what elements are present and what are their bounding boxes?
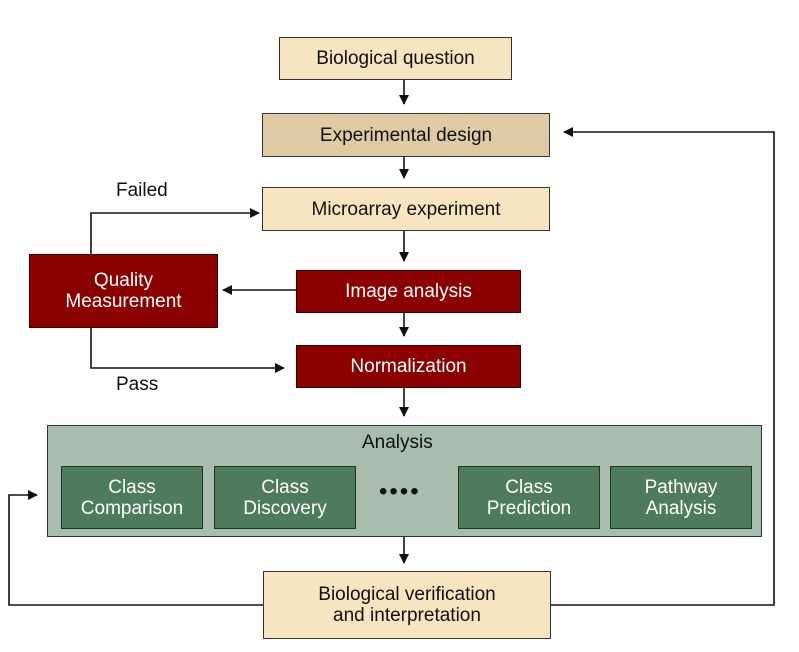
biological-verification-box: Biological verification and interpretati… <box>263 571 551 639</box>
microarray-experiment-label: Microarray experiment <box>311 198 501 220</box>
arrow-quality-pass-to-normalization <box>90 328 285 373</box>
image-analysis-box: Image analysis <box>296 270 521 313</box>
class-prediction-label: Class Prediction <box>486 476 572 519</box>
more-methods-ellipsis: •••• <box>379 478 421 505</box>
normalization-label: Normalization <box>350 356 467 377</box>
experimental-design-label: Experimental design <box>319 124 493 146</box>
pathway-analysis-label: Pathway Analysis <box>644 476 718 519</box>
quality-measurement-box: Quality Measurement <box>29 254 218 328</box>
failed-label: Failed <box>116 180 168 201</box>
class-comparison-label: Class Comparison <box>80 476 184 519</box>
pass-label: Pass <box>116 374 159 395</box>
class-discovery-box: Class Discovery <box>214 466 356 529</box>
experimental-design-box: Experimental design <box>262 113 550 157</box>
class-discovery-label: Class Discovery <box>243 476 327 519</box>
biological-question-box: Biological question <box>279 37 512 80</box>
image-analysis-label: Image analysis <box>345 281 472 302</box>
quality-measurement-label: Quality Measurement <box>65 270 182 312</box>
analysis-title: Analysis <box>362 432 433 453</box>
class-prediction-box: Class Prediction <box>458 466 600 529</box>
biological-question-label: Biological question <box>316 48 475 69</box>
arrow-quality-failed-to-experiment <box>90 208 260 254</box>
normalization-box: Normalization <box>296 345 521 388</box>
arrow-verification-to-design <box>551 127 775 606</box>
biological-verification-label: Biological verification and interpretati… <box>318 584 496 626</box>
microarray-experiment-box: Microarray experiment <box>262 187 550 231</box>
pathway-analysis-box: Pathway Analysis <box>610 466 752 529</box>
class-comparison-box: Class Comparison <box>61 466 203 529</box>
arrow-verification-to-analysis <box>8 490 263 606</box>
